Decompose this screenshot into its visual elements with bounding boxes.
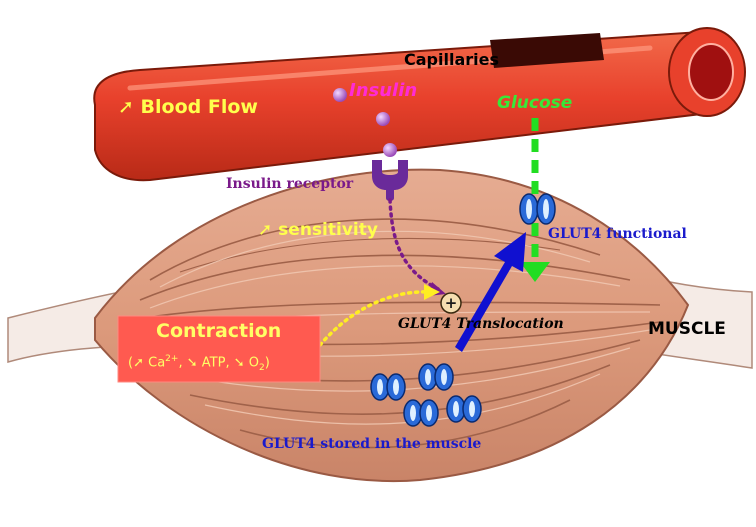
contraction-box [117,315,321,383]
blood-flow-text: Blood Flow [140,96,258,118]
increase-arrow-icon: ➚ [118,96,134,118]
increase-arrow-icon: ➚ [258,220,273,240]
blood-vessel-lumen [688,43,734,101]
insulin-receptor-label: Insulin receptor [226,176,354,192]
glut4-transporter-functional [519,193,556,225]
contraction-title: Contraction [156,320,282,342]
insulin-molecule [333,88,347,102]
insulin-signal-path [388,198,442,292]
increase-arrow-icon: ➚ [133,355,144,371]
contraction-signal-path [318,290,432,347]
contraction-signal-arrowhead [424,284,440,300]
blood-vessel-dark-band [490,33,604,68]
glut4-transporter-stored [446,395,482,423]
capillaries-label: Capillaries [404,50,499,69]
oxygen-label: O [248,355,259,371]
insulin-molecule [383,143,397,157]
glut4-transporter-stored [418,363,454,391]
decrease-arrow-icon: ➘ [233,355,245,371]
glut4-translocation-label: GLUT4 Translocation [398,316,564,332]
plus-sign: + [445,294,458,312]
paren-open: ( [128,355,134,371]
atp-label: ATP, [201,355,230,371]
glut4-translocation-arrow [455,232,526,352]
translocation-plus-node [440,292,462,314]
glucose-label: Glucose [497,93,573,113]
oxygen-subscript: 2 [259,362,265,373]
paren-close: ) [264,355,270,371]
contraction-factors: (➚ Ca2+, ➘ ATP, ➘ O2) [128,354,270,373]
insulin-molecule [376,112,390,126]
calcium-charge: 2+ [165,354,179,364]
glut4-transporter-stored [403,399,439,427]
calcium-tail: , [178,355,183,371]
calcium-label: Ca [148,355,166,371]
glucose-entry-arrowhead [520,262,550,282]
sensitivity-text: sensitivity [278,220,378,240]
glut4-functional-label: GLUT4 functional [548,226,687,242]
glut4-stored-label: GLUT4 stored in the muscle [262,436,482,452]
insulin-receptor-icon [372,160,408,201]
sensitivity-label: ➚ sensitivity [258,220,378,240]
blood-flow-label: ➚ Blood Flow [118,96,258,118]
muscle-label: MUSCLE [648,319,726,339]
glut4-transporter-stored [370,373,406,401]
decrease-arrow-icon: ➘ [186,355,198,371]
insulin-label: Insulin [349,80,418,101]
